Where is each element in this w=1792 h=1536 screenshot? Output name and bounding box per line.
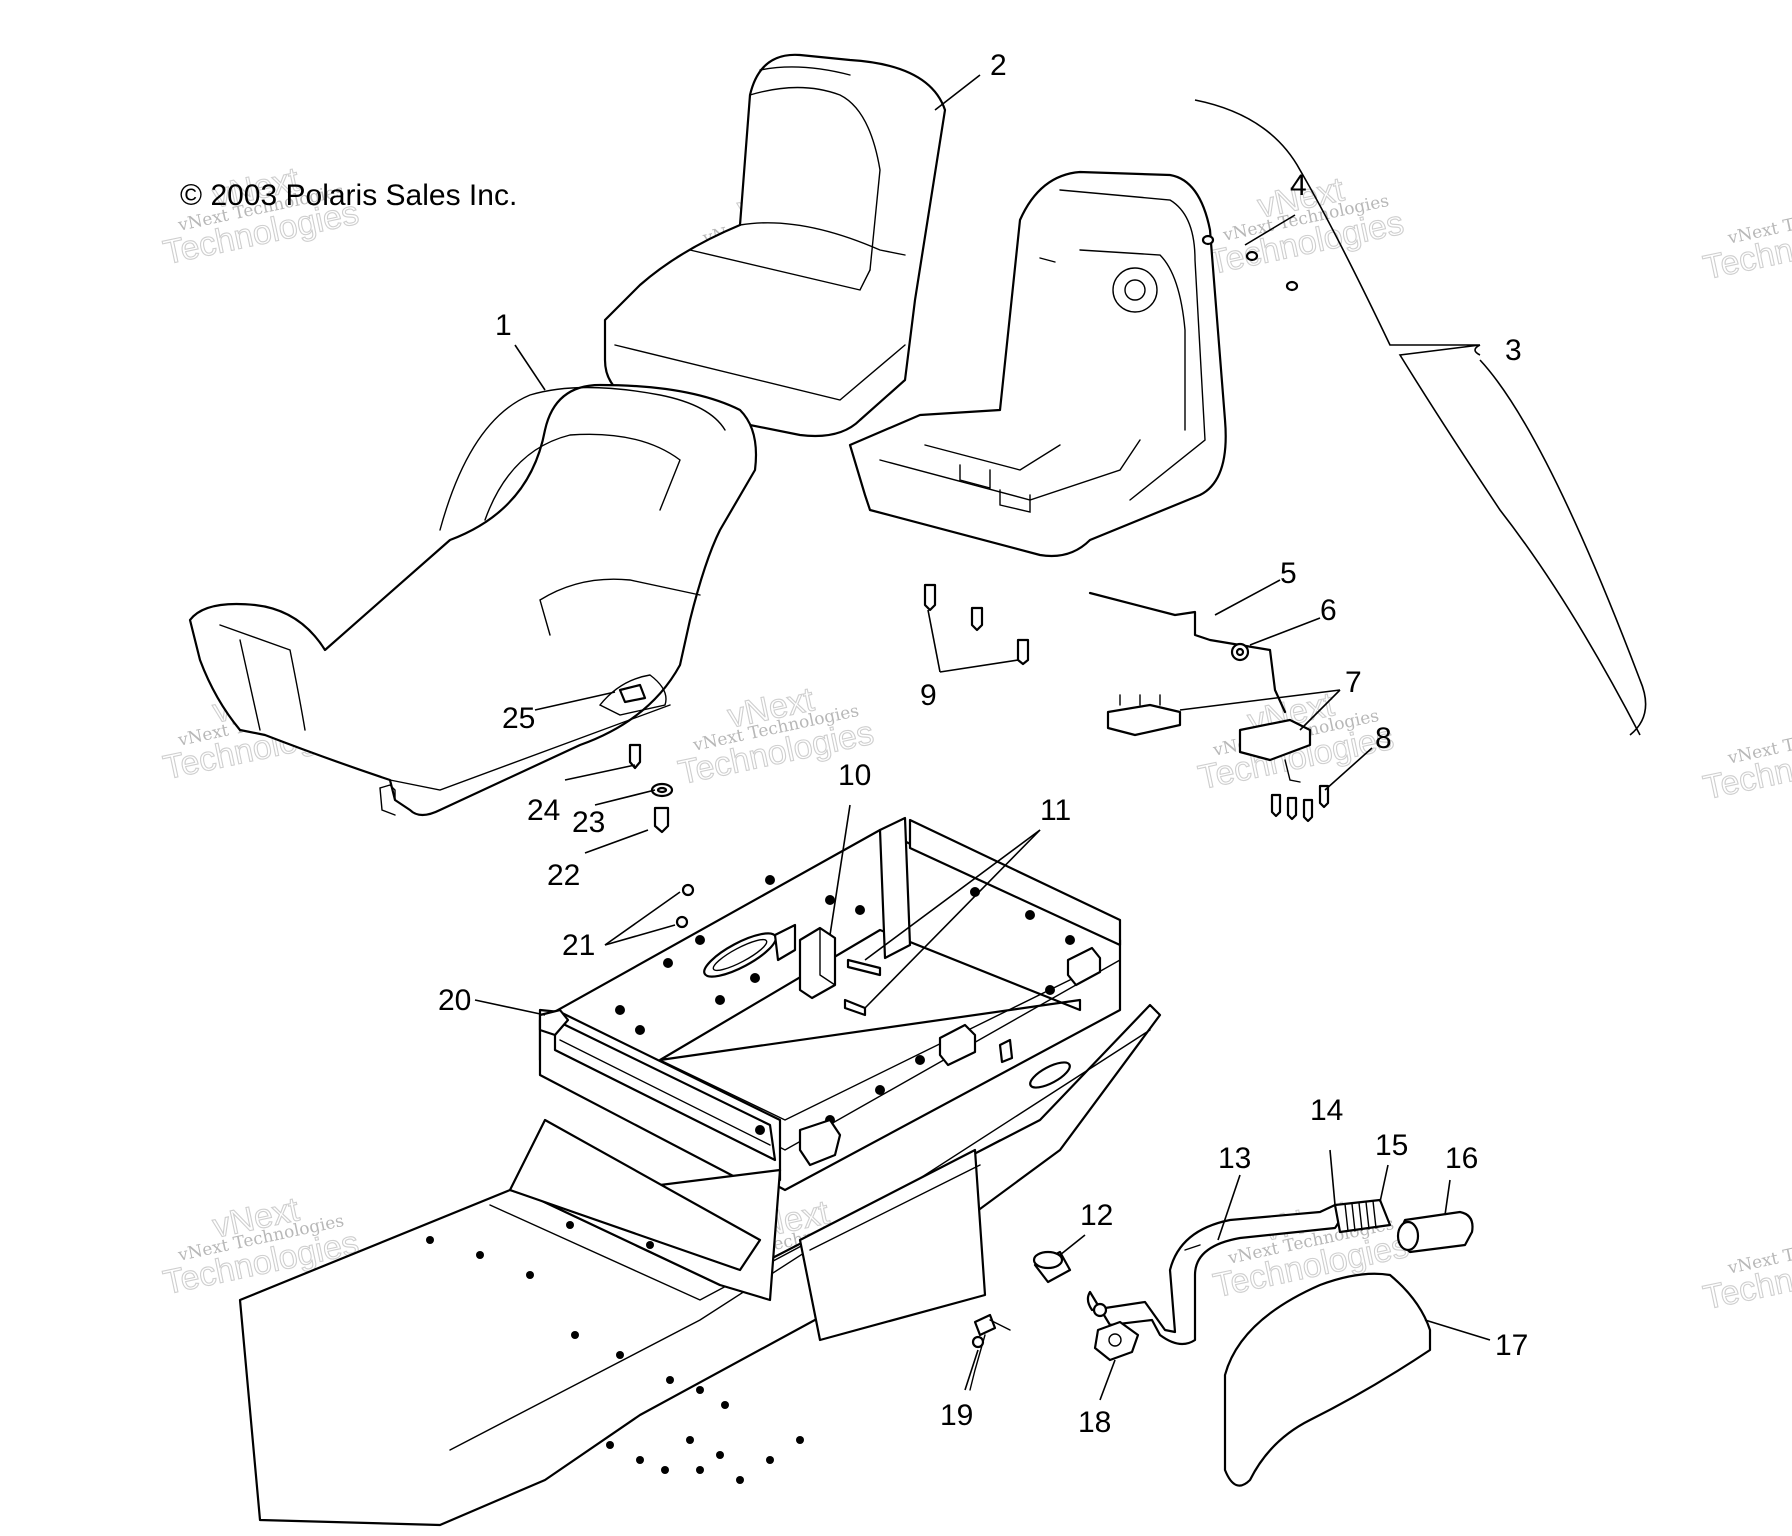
callout-6: 6: [1320, 594, 1337, 627]
callout-2: 2: [990, 49, 1007, 82]
callout-19: 19: [940, 1399, 973, 1432]
frame-rivets: [426, 875, 1075, 1484]
part-spring-grip-15: [1333, 1198, 1392, 1234]
callout-24: 24: [527, 794, 560, 827]
part-rod-5: [1088, 591, 1287, 714]
part-bolts-9: [923, 583, 1030, 666]
part-seat-base-shell: [848, 170, 1227, 558]
part-backrest-17: [1223, 1272, 1432, 1487]
callout-16: 16: [1445, 1142, 1478, 1175]
part-knob-18: [1093, 1320, 1140, 1362]
callout-21: 21: [562, 929, 595, 962]
part-seat-latch-plate: [598, 674, 667, 716]
watermark-tile-edge: Technologies vNext Technologies: [1699, 1224, 1792, 1318]
callout-23: 23: [572, 806, 605, 839]
callout-13: 13: [1218, 1142, 1251, 1175]
part-spring-6: [1230, 642, 1250, 662]
callout-17: 17: [1495, 1329, 1528, 1362]
watermark-tile-edge: Technologies vNext Technologies: [1699, 714, 1792, 808]
callout-9: 9: [920, 679, 937, 712]
callout-14: 14: [1310, 1094, 1343, 1127]
callout-1: 1: [495, 309, 512, 342]
callout-18: 18: [1078, 1406, 1111, 1439]
part-screws-4: [1201, 234, 1299, 292]
callout-7: 7: [1345, 666, 1362, 699]
part-grip-16: [1396, 1210, 1474, 1254]
leader-lines: [474, 74, 1491, 1401]
callout-15: 15: [1375, 1129, 1408, 1162]
callout-8: 8: [1375, 722, 1392, 755]
part-seat-cover: [188, 383, 758, 817]
part-bolts-8: [1270, 784, 1330, 823]
callout-labels: 1 2 3 4 5 6 7 8 9 10 11 12 13 14 15 16 1…: [438, 49, 1528, 1439]
callout-22: 22: [547, 859, 580, 892]
part-nuts-21: [675, 883, 695, 929]
copyright-text: © 2003 Polaris Sales Inc.: [180, 179, 517, 212]
callout-4: 4: [1290, 169, 1307, 202]
callout-12: 12: [1080, 1199, 1113, 1232]
callout-25: 25: [502, 702, 535, 735]
callout-3: 3: [1505, 334, 1522, 367]
bracket-part-3-lower: [1479, 359, 1647, 736]
part-hardware-22-24: [628, 743, 674, 834]
callout-10: 10: [838, 759, 871, 792]
part-pins-11: [843, 958, 882, 1017]
part-mounts: [798, 946, 1102, 1167]
callout-5: 5: [1280, 557, 1297, 590]
callout-20: 20: [438, 984, 471, 1017]
part-pin-20: [538, 1008, 570, 1037]
part-latch-10: [773, 923, 837, 1000]
callout-11: 11: [1040, 794, 1071, 827]
part-bushing-12: [1032, 1250, 1072, 1284]
part-hinges-7: [1106, 694, 1312, 783]
part-cable-19: [969, 1313, 1011, 1391]
part-seat-frame-box: [538, 816, 1122, 1192]
part-tunnel-floor: [238, 1003, 1162, 1527]
part-seat-cushion: [603, 53, 947, 438]
bracket-part-3: [1194, 99, 1641, 736]
watermark-tile-edge: Technologies vNext Technologies: [1699, 194, 1792, 288]
